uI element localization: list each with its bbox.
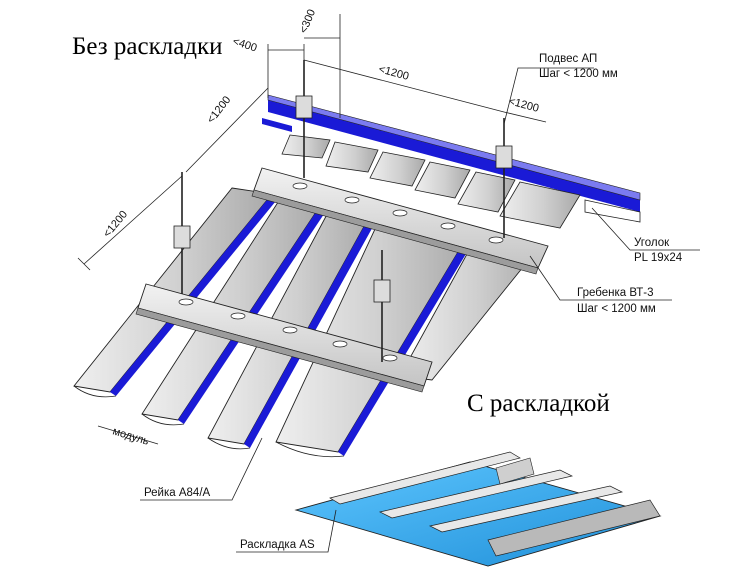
angle-profile-right	[267, 94, 641, 223]
panel-slat-1	[73, 187, 280, 398]
hanger-label-name: Подвес АП	[539, 53, 597, 65]
comb-leader	[529, 255, 672, 301]
dimension-left-1200-upper: <1200	[185, 87, 269, 173]
comb-label-step: Шаг < 1200 мм	[577, 303, 656, 315]
dimension-300-label: <300	[298, 8, 318, 35]
comb-carrier-lower	[135, 283, 433, 393]
angle-label-name: Уголок	[634, 237, 670, 249]
upper-panel-strip	[281, 134, 581, 229]
angle-leader	[591, 207, 700, 251]
hanger-label-step: Шаг < 1200 мм	[539, 68, 618, 80]
spacer-panel-assembly	[294, 451, 662, 567]
hanger-rod-1	[295, 60, 313, 178]
panel-slat-4	[275, 213, 478, 458]
hanger-leader	[503, 67, 594, 125]
dimension-left-1200-lower: <1200	[77, 175, 183, 271]
spacer-label: Раскладка AS	[240, 539, 315, 551]
panel-label: Рейка А84/А	[144, 487, 211, 499]
dimension-right-1200-label: <1200	[507, 95, 540, 115]
spacer-leader	[236, 509, 337, 553]
title-with-spacer: С раскладкой	[467, 390, 610, 417]
comb-carrier-upper	[251, 167, 549, 275]
hanger-rod-4	[373, 250, 391, 362]
panel-leader	[140, 437, 263, 501]
angle-profile-back	[262, 118, 292, 132]
hanger-rod-2	[495, 118, 513, 238]
dimension-module-label: модуль	[111, 425, 150, 447]
comb-label-name: Гребенка ВТ-3	[577, 287, 653, 299]
hanger-rod-3	[173, 172, 191, 294]
dimension-module: модуль	[97, 425, 159, 448]
dimension-top-1200: <1200	[303, 59, 505, 113]
dimension-left-1200-upper-label: <1200	[205, 94, 233, 126]
dimension-400-label: <400	[231, 35, 258, 54]
angle-label-size: PL 19x24	[634, 252, 683, 264]
title-without-spacer: Без раскладки	[72, 33, 223, 60]
